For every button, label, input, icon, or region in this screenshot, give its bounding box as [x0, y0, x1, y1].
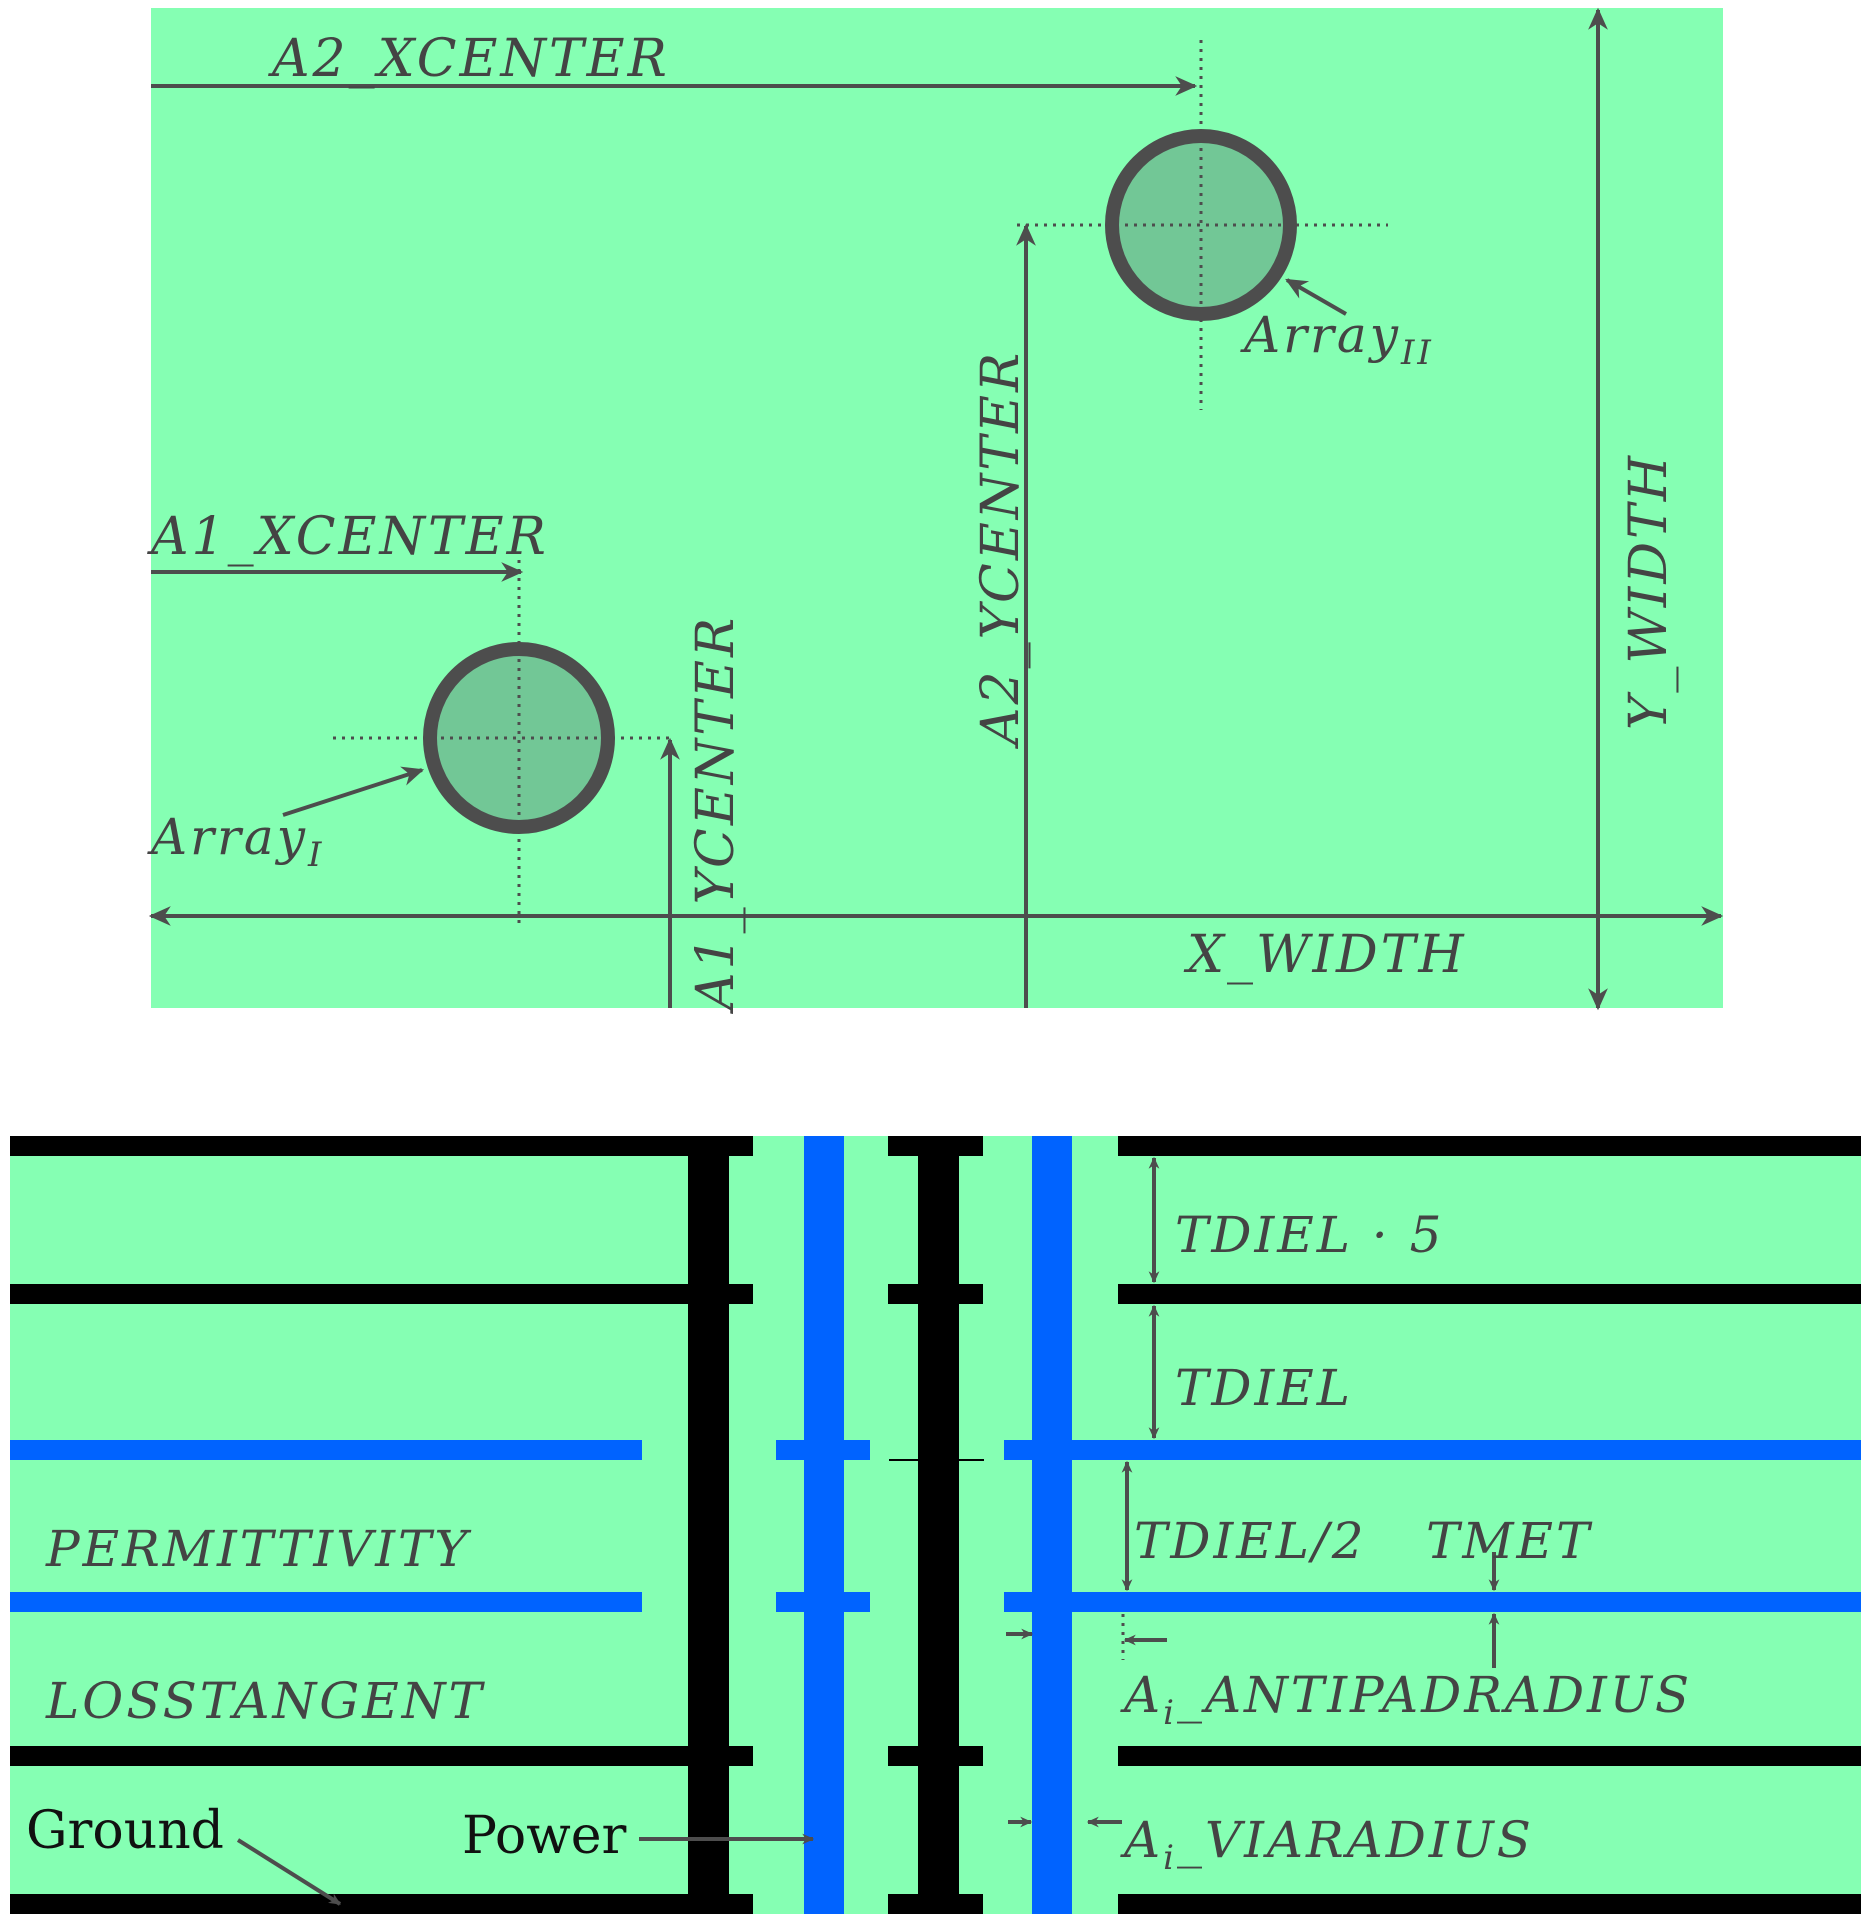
ground-pointer	[236, 1838, 342, 1906]
array-i-via	[333, 560, 670, 925]
array-ii-via	[1017, 40, 1388, 410]
cross-section: TDIEL · 5 TDIEL TDIEL/2 TMET PERMITTIVIT…	[10, 1136, 1861, 1914]
ground-label: Ground	[26, 1801, 224, 1861]
ground-via-1	[688, 1136, 729, 1914]
board-outline	[151, 8, 1723, 1008]
array-ii-pointer	[1285, 278, 1347, 316]
a1-xcenter-label: A1_XCENTER	[147, 507, 549, 567]
y-width-label: Y_WIDTH	[1619, 453, 1679, 730]
losstangent-label: LOSSTANGENT	[45, 1672, 485, 1730]
power-via-1	[804, 1136, 844, 1914]
array-i-label: ArrayI	[147, 808, 324, 875]
ground-via-2	[918, 1136, 959, 1914]
tdiel-half-label: TDIEL/2	[1134, 1512, 1367, 1570]
tmet-label: TMET	[1426, 1512, 1593, 1570]
a2-ycenter-label: A2_YCENTER	[971, 350, 1031, 749]
antipad-radius-label: Ai_ANTIPADRADIUS	[1120, 1666, 1692, 1733]
power-via-2	[1032, 1136, 1072, 1914]
tdiel5-label: TDIEL · 5	[1175, 1206, 1444, 1264]
array-i-pointer	[282, 766, 425, 817]
tdiel-label: TDIEL	[1175, 1359, 1353, 1417]
a2-xcenter-label: A2_XCENTER	[268, 29, 670, 89]
permittivity-label: PERMITTIVITY	[45, 1520, 471, 1578]
power-planes	[10, 1440, 1861, 1612]
ground-planes	[10, 1136, 1861, 1914]
array-ii-label: ArrayII	[1240, 306, 1434, 373]
top-view: A2_XCENTER A1_XCENTER X_WIDTH A1_YCENTER…	[147, 7, 1724, 1014]
x-width-label: X_WIDTH	[1183, 925, 1467, 985]
via-radius-label: Ai_VIARADIUS	[1120, 1811, 1534, 1878]
a1-ycenter-label: A1_YCENTER	[686, 615, 746, 1014]
power-label: Power	[462, 1806, 626, 1866]
